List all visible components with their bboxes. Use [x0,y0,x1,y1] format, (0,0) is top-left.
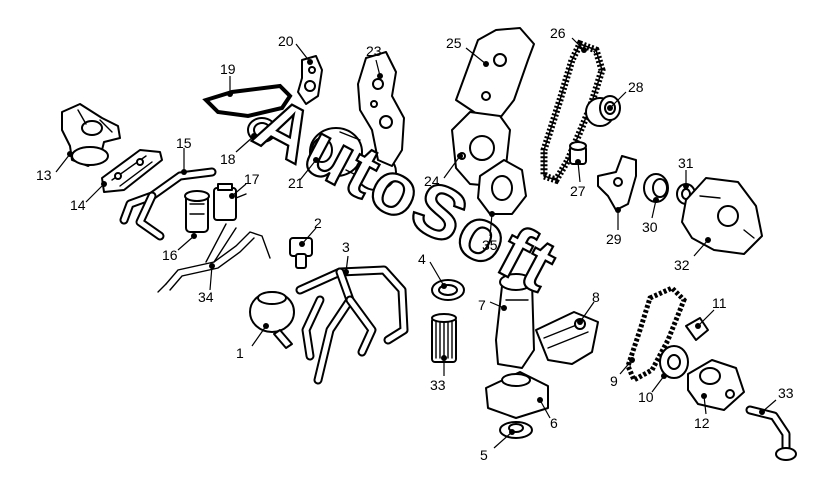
callout-17: 17 [244,171,260,187]
timing-belt-part [540,39,606,185]
oil-pump-part [687,359,745,411]
callout-33-right: 33 [778,385,794,401]
callout-15: 15 [176,135,192,151]
leader-lines [55,37,777,449]
cap-part [499,421,533,439]
callout-30: 30 [642,219,658,235]
belt-part [202,83,293,119]
callout-18: 18 [220,151,236,167]
tension-bracket-part [597,155,637,211]
ring-part [431,279,465,301]
sensor-part [289,237,313,269]
bracket-part [101,149,163,193]
callout-5: 5 [480,447,488,463]
callout-6: 6 [550,415,558,431]
callout-25: 25 [446,35,462,51]
clip-part [685,317,709,341]
oil-pump-housing-part [681,177,763,255]
coolant-hoses-part [295,265,409,385]
callout-33-left: 33 [430,377,446,393]
pickup-pipe-part [745,405,797,461]
callout-7: 7 [478,297,486,313]
reservoir-part [249,291,295,349]
callout-4: 4 [418,251,426,267]
idler-part [569,141,587,165]
thermostat-housing-part [495,273,535,369]
callout-35: 35 [482,237,498,253]
seal-part [643,173,669,203]
pipe-bundle-part [157,223,271,293]
callout-24: 24 [424,173,440,189]
tensioner-part [585,95,621,127]
callout-19: 19 [220,61,236,77]
callout-23: 23 [366,43,382,59]
callout-8: 8 [592,289,600,305]
callout-27: 27 [570,183,586,199]
callout-14: 14 [70,197,86,213]
callout-3: 3 [342,239,350,255]
callout-20: 20 [278,33,294,49]
callout-10: 10 [638,389,654,405]
filter-base-part [485,371,549,419]
callout-13: 13 [36,167,52,183]
callout-1: 1 [236,345,244,361]
valve-part [213,183,247,221]
callout-12: 12 [694,415,710,431]
mounting-plate-part [357,51,405,167]
callout-9: 9 [610,373,618,389]
callout-34: 34 [198,289,214,305]
fuel-filter-part [184,190,210,233]
callout-26: 26 [550,25,566,41]
hose-part [119,167,217,241]
engine-mount-part [61,103,121,167]
sprocket-part [659,345,689,379]
small-bracket-part [297,55,323,105]
callout-11: 11 [712,295,727,311]
callout-31: 31 [678,155,694,171]
callout-16: 16 [162,247,178,263]
end-plate-part [477,159,527,215]
callout-32: 32 [674,257,690,273]
callout-28: 28 [628,79,644,95]
filter-element-part [431,313,457,363]
callout-29: 29 [606,231,622,247]
water-pump-part [535,311,599,365]
callout-21: 21 [288,175,304,191]
callout-2: 2 [314,215,322,231]
timing-cover-part [455,27,535,119]
callout-labels: 1 2 3 4 5 6 7 8 9 10 11 12 13 14 15 16 1… [36,25,794,463]
